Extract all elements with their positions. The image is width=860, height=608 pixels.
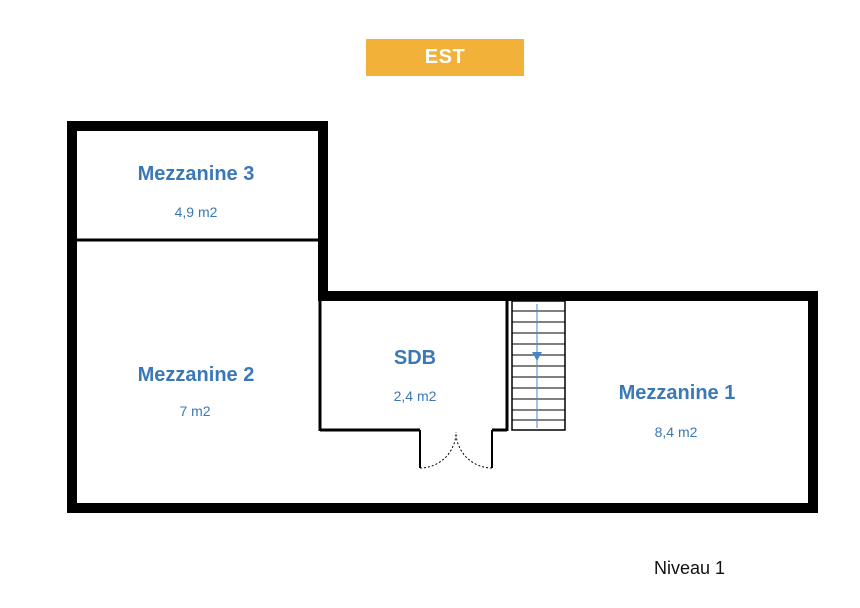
double-door — [419, 430, 493, 469]
outer-walls — [67, 121, 818, 513]
room-area-mezzanine-3: 4,9 m2 — [175, 204, 218, 220]
room-name-mezzanine-2: Mezzanine 2 — [138, 364, 255, 386]
level-label: Niveau 1 — [654, 558, 726, 578]
room-name-sdb: SDB — [394, 347, 436, 369]
orientation-badge: EST — [366, 39, 524, 76]
room-name-mezzanine-3: Mezzanine 3 — [138, 163, 255, 185]
room-area-sdb: 2,4 m2 — [394, 388, 437, 404]
room-area-mezzanine-2: 7 m2 — [179, 403, 210, 419]
staircase — [511, 300, 566, 431]
sdb-walls — [318, 300, 509, 432]
room-name-mezzanine-1: Mezzanine 1 — [619, 382, 736, 404]
room-area-mezzanine-1: 8,4 m2 — [655, 424, 698, 440]
stairs-arrow-icon — [532, 352, 542, 361]
